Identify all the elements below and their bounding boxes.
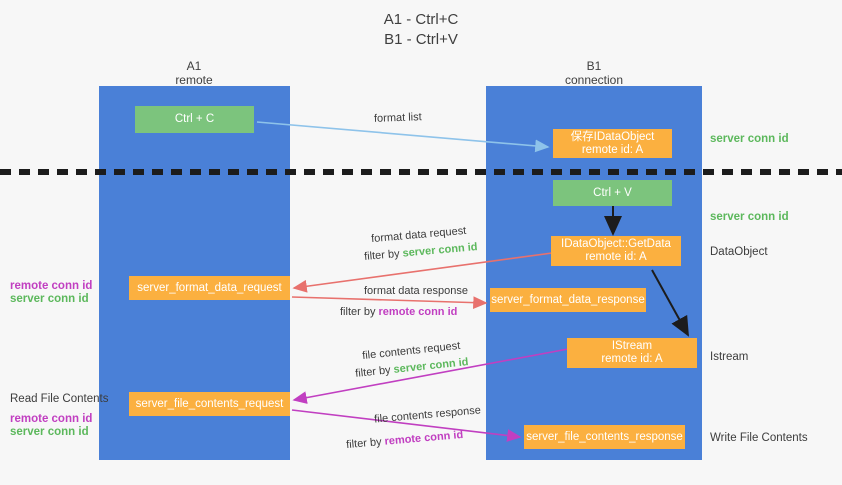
filter-prefix: filter by — [345, 435, 386, 452]
edge-label-format-list: format list — [373, 111, 422, 125]
box-istream[interactable]: IStream remote id: A — [567, 338, 697, 368]
diagram-title: A1 - Ctrl+C B1 - Ctrl+V — [0, 10, 842, 50]
annotation-remote-conn-id-1: remote conn id — [10, 280, 93, 292]
lane-header-b1-name: B1 — [586, 59, 602, 73]
box-istream-line1: IStream — [611, 340, 653, 352]
box-istream-line2: remote id: A — [601, 353, 663, 365]
lane-header-a1: A1 remote — [129, 59, 259, 87]
box-ctrl-v[interactable]: Ctrl + V — [553, 180, 672, 206]
lane-header-a1-sub: remote — [175, 73, 213, 87]
box-idataobject-getdata[interactable]: IDataObject::GetData remote id: A — [551, 236, 681, 266]
box-ctrl-v-label: Ctrl + V — [593, 186, 632, 199]
box-server-format-data-request[interactable]: server_format_data_request — [129, 276, 290, 300]
box-server-file-contents-response[interactable]: server_file_contents_response — [524, 425, 685, 449]
box-ctrl-c[interactable]: Ctrl + C — [135, 106, 254, 133]
box-server-file-contents-request-label: server_file_contents_request — [135, 397, 284, 410]
annotation-istream: Istream — [710, 351, 749, 363]
box-server-file-contents-request[interactable]: server_file_contents_request — [129, 392, 290, 416]
annotation-server-conn-id-1: server conn id — [10, 293, 89, 305]
box-server-format-data-response-label: server_format_data_response — [491, 293, 645, 306]
box-idataobject-getdata-line1: IDataObject::GetData — [561, 238, 671, 250]
edge-label-file-contents-response: file contents response — [373, 404, 482, 426]
filter-key-server-conn-id: server conn id — [402, 241, 479, 260]
box-idataobject-getdata-line2: remote id: A — [585, 251, 647, 263]
lane-header-b1-sub: connection — [564, 73, 624, 87]
filter-prefix: filter by — [363, 247, 404, 263]
edge-label-file-contents-response-filter: filter by remote conn id — [346, 428, 464, 452]
box-server-format-data-response[interactable]: server_format_data_response — [490, 288, 646, 312]
box-ctrl-c-label: Ctrl + C — [174, 113, 215, 125]
edge-label-format-data-response: format data response — [364, 285, 468, 297]
box-save-idataobject-line2: remote id: A — [581, 143, 644, 156]
filter-key-server-conn-id: server conn id — [392, 356, 470, 376]
title-line-2: B1 - Ctrl+V — [384, 31, 458, 48]
annotation-server-conn-id-mid: server conn id — [710, 211, 789, 223]
filter-key-remote-conn-id: remote conn id — [378, 306, 458, 318]
annotation-server-conn-id-top: server conn id — [710, 133, 789, 145]
box-server-format-data-request-label: server_format_data_request — [137, 281, 282, 294]
edge-label-format-data-response-filter: filter by remote conn id — [340, 305, 457, 319]
filter-key-remote-conn-id: remote conn id — [384, 428, 464, 448]
lane-header-b1: B1 connection — [529, 59, 659, 87]
box-save-idataobject[interactable]: 保存IDataObject remote id: A — [553, 129, 672, 158]
annotation-read-file-contents: Read File Contents — [10, 393, 109, 405]
annotation-server-conn-id-2: server conn id — [10, 426, 89, 438]
annotation-dataobject: DataObject — [710, 246, 768, 258]
box-server-file-contents-response-label: server_file_contents_response — [526, 430, 683, 443]
filter-prefix: filter by — [354, 363, 395, 380]
lane-header-a1-name: A1 — [186, 59, 202, 73]
annotation-write-file-contents: Write File Contents — [710, 432, 808, 444]
annotation-remote-conn-id-2: remote conn id — [10, 413, 93, 425]
box-save-idataobject-line1: 保存IDataObject — [570, 130, 655, 143]
filter-prefix: filter by — [340, 306, 379, 318]
dashed-divider — [0, 169, 842, 175]
title-line-1: A1 - Ctrl+C — [383, 11, 459, 28]
